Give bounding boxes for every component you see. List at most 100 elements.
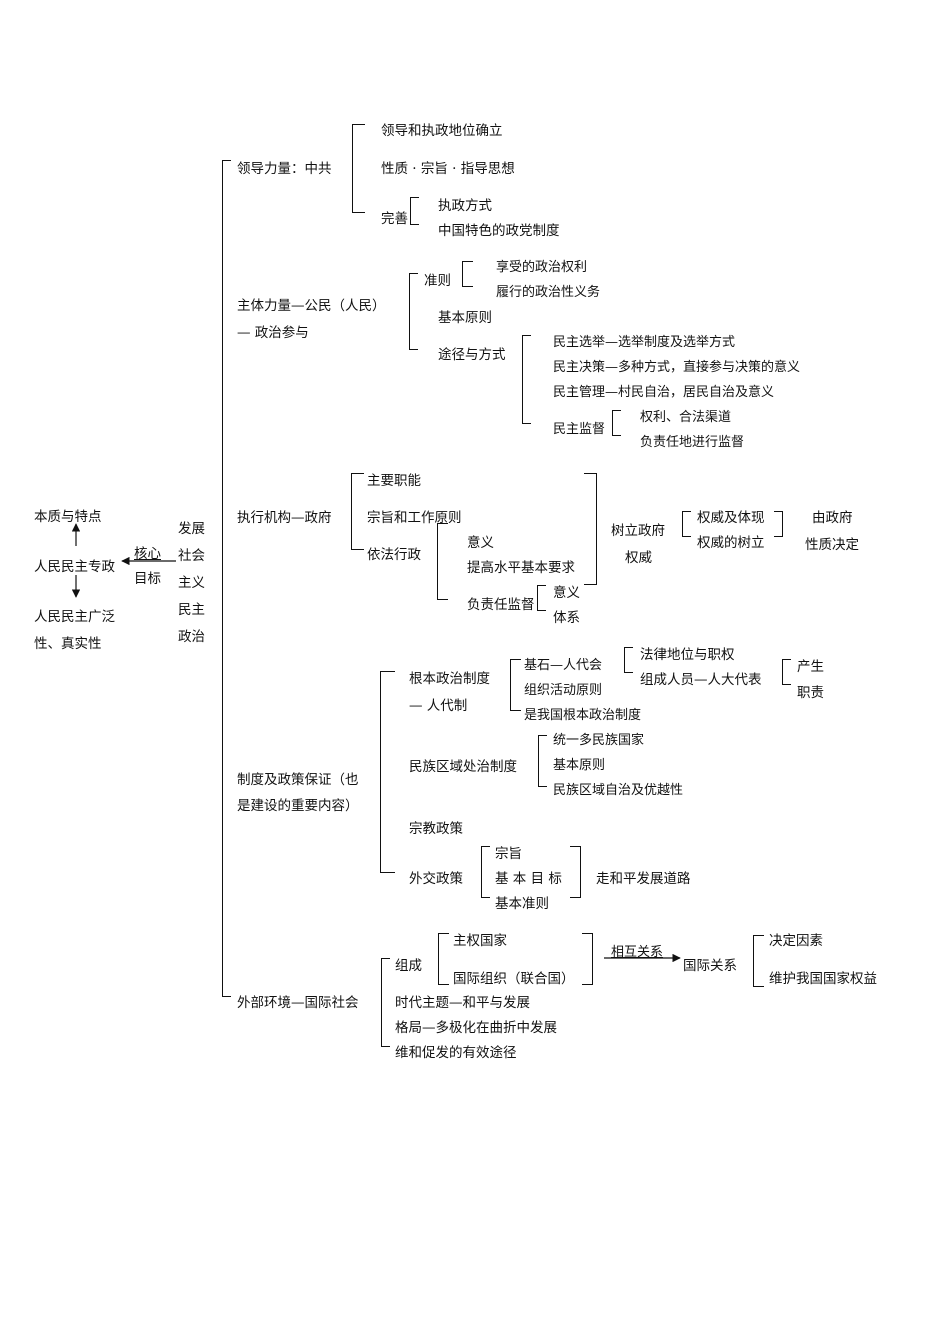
improve-bracket xyxy=(410,197,419,225)
lawful-item-2: 提高水平基本要求 xyxy=(467,560,575,576)
ways-node: 途径与方式 xyxy=(438,347,506,363)
authority-items-bracket-left xyxy=(682,511,691,537)
npc-item-1: 基石—人代会 xyxy=(524,658,603,673)
citizen-title-line2: — 政治参与 xyxy=(237,325,309,341)
npc-item-3: 是我国根本政治制度 xyxy=(524,708,642,723)
principle-node: 准则 xyxy=(424,273,451,289)
foreign-item-2: 基 本 目 标 xyxy=(495,871,562,887)
ethnic-item-1: 统一多民族国家 xyxy=(553,733,645,748)
lawful-item-1: 意义 xyxy=(467,535,494,551)
theme-node: 时代主题—和平与发展 xyxy=(395,995,530,1011)
ethnic-item-2: 基本原则 xyxy=(553,758,606,773)
foreign-item-3: 基本准则 xyxy=(495,896,549,912)
relations-node: 国际关系 xyxy=(683,958,737,974)
lawful-bracket xyxy=(437,523,448,600)
core-node: 人民民主专政 xyxy=(34,559,115,575)
supervised-item-1: 意义 xyxy=(553,585,580,601)
breadth-node-line1: 人民民主广泛 xyxy=(34,609,115,625)
lawful-node: 依法行政 xyxy=(367,547,421,563)
external-title: 外部环境—国际社会 xyxy=(237,995,359,1011)
npc-sub-item-1: 法律地位与职权 xyxy=(640,647,735,663)
supervised-item-2: 体系 xyxy=(553,610,580,626)
breadth-node-line2: 性、真实性 xyxy=(34,636,102,652)
functions-node: 主要职能 xyxy=(367,473,421,489)
external-bracket xyxy=(381,958,390,1047)
ethnic-item-3: 民族区域自治及优越性 xyxy=(553,783,684,798)
ways-bracket xyxy=(522,335,531,424)
relations-item-1: 决定因素 xyxy=(769,933,823,949)
relations-bracket xyxy=(753,935,764,987)
principle-item-1: 享受的政治权利 xyxy=(496,260,588,275)
composition-item-2: 国际组织（联合国） xyxy=(453,971,575,987)
root-line-2: 社会 xyxy=(178,548,205,564)
peacekeeping-node: 维和促发的有效途径 xyxy=(395,1045,517,1061)
foreign-bracket-left xyxy=(481,846,490,898)
leadership-item-2: 性质 · 宗旨 · 指导思想 xyxy=(381,161,515,177)
supervised-bracket xyxy=(537,585,546,611)
principle-item-2: 履行的政治性义务 xyxy=(496,285,601,300)
improve-item-2: 中国特色的政党制度 xyxy=(438,223,560,239)
system-title-line1: 制度及政策保证（也 xyxy=(237,772,359,788)
ethnic-node: 民族区域处治制度 xyxy=(409,759,517,775)
system-bracket xyxy=(380,671,395,873)
leadership-title: 领导力量：中共 xyxy=(237,161,332,177)
principles-node: 宗旨和工作原则 xyxy=(367,510,462,526)
npc-sub-item-2: 组成人员—人大代表 xyxy=(640,672,762,688)
npc-line2: — 人代制 xyxy=(409,698,468,714)
authority-line1: 树立政府 xyxy=(611,523,665,539)
improve-item-1: 执政方式 xyxy=(438,198,492,214)
deputy-bracket xyxy=(782,659,791,685)
supervised-node: 负责任监督 xyxy=(467,597,535,613)
improve-node: 完善 xyxy=(381,211,408,227)
foreign-bracket-right xyxy=(570,846,581,898)
leadership-item-1: 领导和执政地位确立 xyxy=(381,123,503,139)
core-label: 核心 xyxy=(134,546,161,562)
government-bracket xyxy=(351,473,364,550)
ethnic-bracket xyxy=(538,735,547,787)
npc-bracket xyxy=(510,659,521,711)
root-line-4: 民主 xyxy=(178,602,205,618)
composition-node: 组成 xyxy=(395,958,422,974)
composition-item-1: 主权国家 xyxy=(453,933,507,949)
authority-item-1: 权威及体现 xyxy=(697,510,765,526)
government-title: 执行机构—政府 xyxy=(237,510,332,526)
pattern-node: 格局—多极化在曲折中发展 xyxy=(395,1020,557,1036)
supervision-item-2: 负责任地进行监督 xyxy=(640,435,745,450)
main-bracket xyxy=(222,160,231,997)
composition-bracket-right xyxy=(582,933,593,985)
root-line-3: 主义 xyxy=(178,575,205,591)
composition-bracket-left xyxy=(438,933,449,985)
authority-bracket xyxy=(584,473,597,585)
relations-item-2: 维护我国国家权益 xyxy=(769,971,877,987)
supervision-item-1: 权利、合法渠道 xyxy=(640,410,732,425)
ways-item-2: 民主决策—多种方式，直接参与决策的意义 xyxy=(553,360,801,375)
root-line-1: 发展 xyxy=(178,521,205,537)
system-title-line2: 是建设的重要内容） xyxy=(237,798,359,814)
npc-sub-bracket xyxy=(624,647,633,673)
peace-road-node: 走和平发展道路 xyxy=(596,871,691,887)
deputy-item-1: 产生 xyxy=(797,659,824,675)
goal-label: 目标 xyxy=(134,571,161,587)
essence-node: 本质与特点 xyxy=(34,509,102,525)
foreign-node: 外交政策 xyxy=(409,871,463,887)
mutual-label: 相互关系 xyxy=(611,945,664,960)
nature-line1: 由政府 xyxy=(812,510,853,526)
leadership-bracket xyxy=(352,124,365,213)
foreign-item-1: 宗旨 xyxy=(495,846,522,862)
authority-item-2: 权威的树立 xyxy=(697,535,765,551)
basic-principle-node: 基本原则 xyxy=(438,310,492,326)
nature-line2: 性质决定 xyxy=(805,537,859,553)
root-line-5: 政治 xyxy=(178,629,205,645)
supervision-node: 民主监督 xyxy=(553,422,606,437)
npc-item-2: 组织活动原则 xyxy=(524,683,603,698)
citizen-bracket xyxy=(409,273,418,350)
deputy-item-2: 职责 xyxy=(797,685,824,701)
principle-bracket xyxy=(462,261,473,287)
religion-node: 宗教政策 xyxy=(409,821,463,837)
citizen-title-line1: 主体力量—公民（人民） xyxy=(237,298,386,314)
npc-line1: 根本政治制度 xyxy=(409,671,490,687)
ways-item-1: 民主选举—选举制度及选举方式 xyxy=(553,335,736,350)
authority-line2: 权威 xyxy=(625,550,652,566)
